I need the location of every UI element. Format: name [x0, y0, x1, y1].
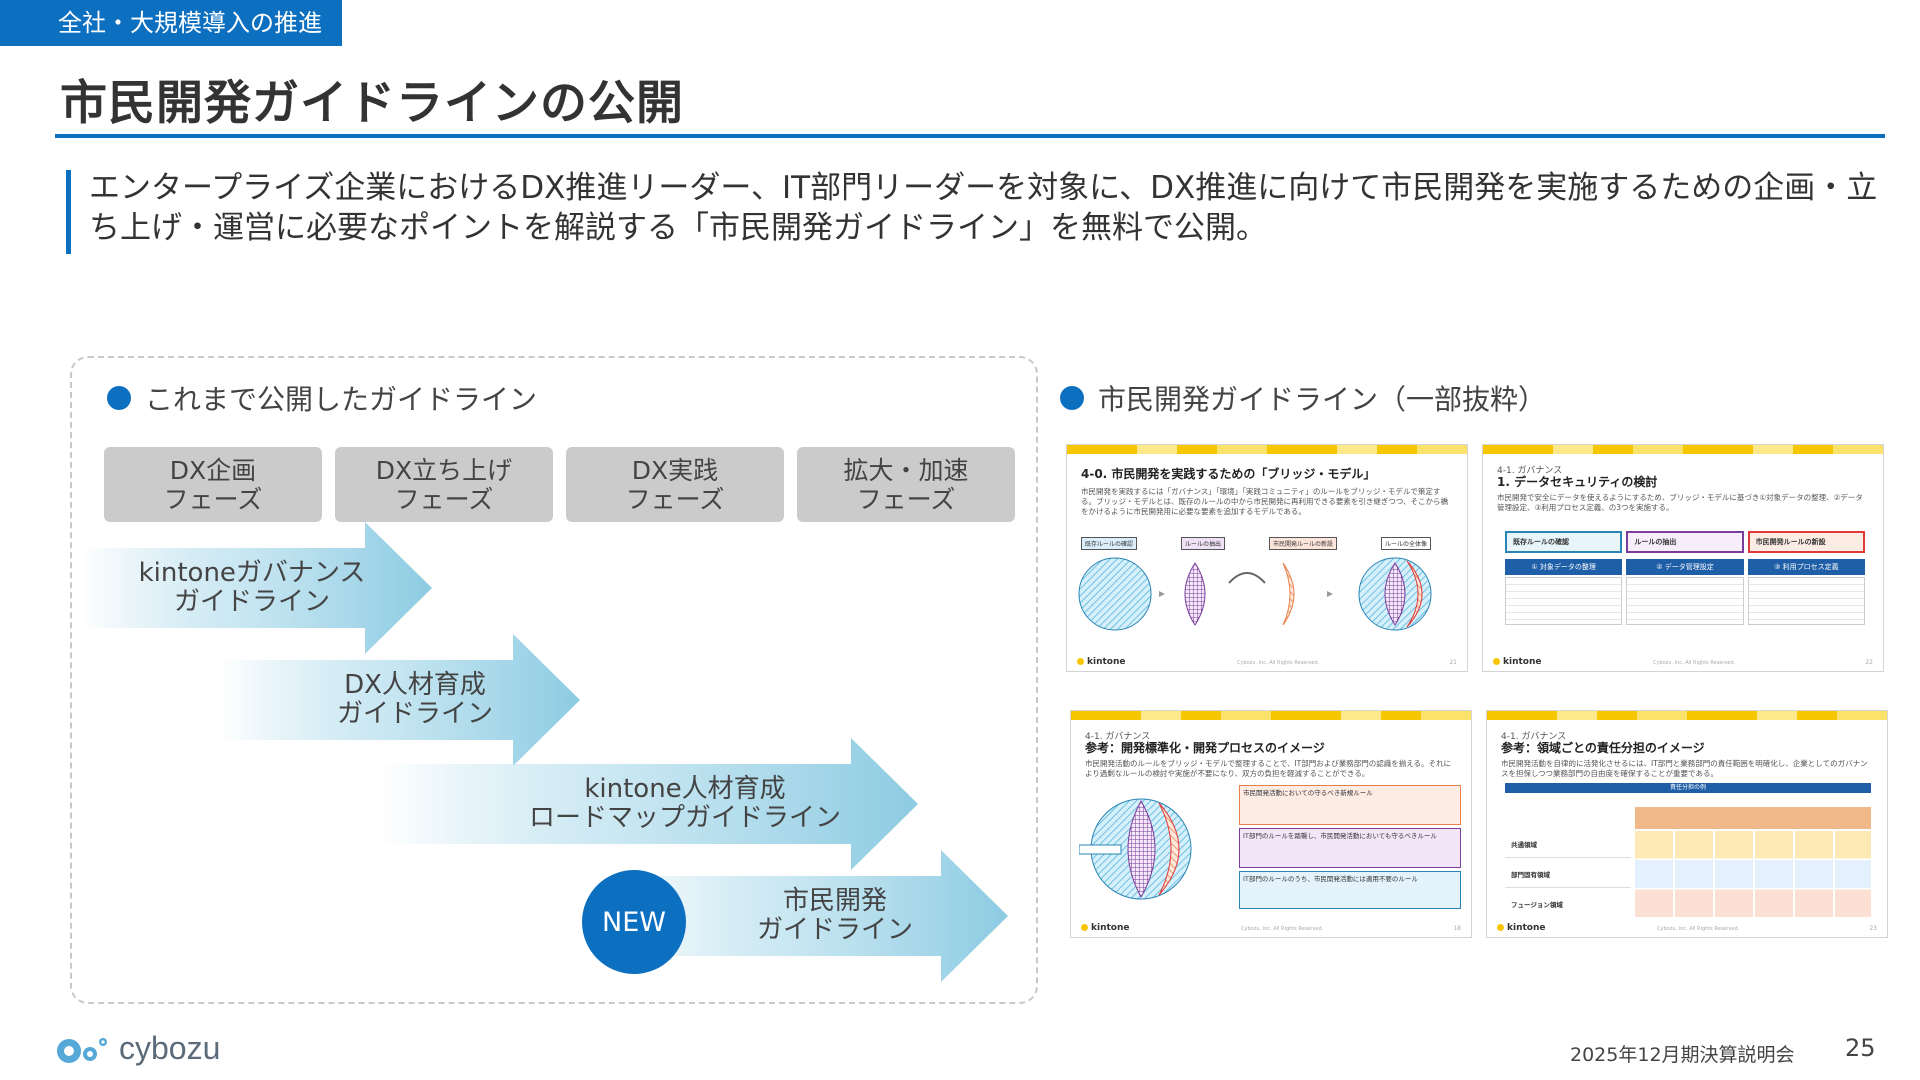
responsibility-table: 共通領域 部門固有領域 フュージョン領域	[1505, 807, 1871, 917]
rule-boxes: 市民開発活動においての守るべき新規ルール IT部門のルールを踏襲し、市民開発活動…	[1239, 785, 1461, 909]
title-rule	[55, 134, 1885, 138]
arrow-shape-icon	[610, 850, 1008, 982]
rule-box-exempt: IT部門のルールのうち、市民開発活動には適用不要のルール	[1239, 871, 1461, 909]
thumbnail-page-number: 21	[1449, 659, 1457, 666]
table-row-label: フュージョン領域	[1511, 901, 1563, 909]
page-number: 25	[1845, 1034, 1876, 1062]
guideline-arrow-governance: kintoneガバナンス ガイドライン	[82, 522, 432, 654]
guideline-arrow-dx-talent: DX人材育成 ガイドライン	[220, 634, 580, 766]
section-tag: 全社・大規模導入の推進	[0, 0, 342, 46]
table-row-label: 共通領域	[1505, 831, 1631, 858]
guideline-arrow-citizen-dev: 市民開発 ガイドライン	[610, 850, 1008, 982]
venn-diagram-icon	[1079, 798, 1192, 900]
cybozu-logo-icon	[57, 1037, 107, 1063]
thumbnail-title: 4-0. 市民開発を実践するための「ブリッジ・モデル」	[1081, 467, 1376, 481]
thumbnail-section: 4-1. ガバナンス	[1497, 466, 1563, 476]
bridge-model-diagram-icon	[1078, 557, 1432, 631]
thumbnail-title: 1. データセキュリティの検討	[1497, 475, 1658, 489]
thumbnail-footer: Cybozu, Inc. All Rights Reserved.	[1653, 660, 1736, 666]
thumbnail-tag: ルールの抽出	[1181, 537, 1226, 550]
thumbnail-top-stripe	[1487, 711, 1887, 720]
page-title: 市民開発ガイドラインの公開	[60, 76, 684, 131]
thumbnail-tag: ルールの抽出	[1626, 531, 1744, 553]
thumbnail-band: 責任分担の例	[1505, 783, 1871, 793]
thumbnail-footer: Cybozu, Inc. All Rights Reserved.	[1241, 926, 1324, 932]
guideline-arrow-kintone-roadmap: kintone人材育成 ロードマップガイドライン	[380, 738, 918, 870]
new-badge: NEW	[582, 870, 686, 974]
thumbnail-page-number: 23	[1869, 925, 1877, 932]
phase-launch: DX立ち上げ フェーズ	[335, 447, 553, 522]
guideline-label-dx-talent: DX人材育成 ガイドライン	[336, 670, 493, 729]
thumbnail-top-stripe	[1483, 445, 1883, 454]
rule-box-new: 市民開発活動においての守るべき新規ルール	[1239, 785, 1461, 825]
thumbnail-tag: 既存ルールの確認	[1081, 537, 1138, 550]
guideline-thumbnail-dev-process: 4-1. ガバナンス 参考：開発標準化・開発プロセスのイメージ 市民開発活動のル…	[1070, 710, 1472, 938]
thumbnail-section: 4-1. ガバナンス	[1501, 732, 1567, 742]
phase-expansion: 拡大・加速 フェーズ	[797, 447, 1015, 522]
footer-event-name: 2025年12月期決算説明会	[1570, 1044, 1795, 1066]
thumbnail-kintone-logo: kintone	[1497, 923, 1545, 933]
thumbnail-tag: 市民開発ルールの新設	[1747, 531, 1865, 553]
table-row-label: 部門固有領域	[1505, 861, 1631, 888]
guideline-label-kintone-roadmap: kintone人材育成 ロードマップガイドライン	[528, 774, 841, 833]
thumbnail-top-stripe	[1071, 711, 1471, 720]
phase-practice: DX実践 フェーズ	[566, 447, 784, 522]
thumbnail-footer: Cybozu, Inc. All Rights Reserved.	[1657, 926, 1740, 932]
thumbnail-body: 市民開発で安全にデータを使えるようにするため、ブリッジ・モデルに基づき①対象デー…	[1497, 493, 1863, 512]
rule-box-inherit: IT部門のルールを踏襲し、市民開発活動においても守るべきルール	[1239, 828, 1461, 868]
published-guidelines-heading: これまで公開したガイドライン	[107, 378, 537, 418]
guideline-label-governance: kintoneガバナンス ガイドライン	[138, 558, 366, 617]
thumbnail-tag: ルールの全体像	[1381, 537, 1432, 550]
thumbnail-page-number: 22	[1865, 659, 1873, 666]
excerpt-heading: 市民開発ガイドライン（一部抜粋）	[1060, 378, 1546, 418]
cybozu-logo: cybozu	[55, 1030, 220, 1067]
arrow-shape-icon	[380, 738, 918, 870]
arrow-shape-icon	[82, 522, 432, 654]
thumbnail-body: 市民開発活動を自律的に活発化させるには、IT部門と業務部門の責任範囲を明確化し、…	[1501, 759, 1868, 778]
lead-accent-bar	[66, 170, 71, 254]
thumbnail-body: 市民開発活動のルールをブリッジ・モデルで整理することで、IT部門および業務部門の…	[1085, 759, 1452, 778]
thumbnail-body: 市民開発を実践するには「ガバナンス」「環境」「実践コミュニティ」のルールをブリッ…	[1081, 487, 1449, 516]
thumbnail-footer: Cybozu, Inc. All Rights Reserved.	[1237, 660, 1320, 666]
thumbnail-kintone-logo: kintone	[1081, 923, 1129, 933]
bullet-dot-icon	[107, 386, 131, 410]
thumbnail-step: ③ 利用プロセス定義	[1747, 559, 1865, 575]
thumbnail-tag: 市民開発ルールの新設	[1269, 537, 1338, 550]
thumbnail-section: 4-1. ガバナンス	[1085, 732, 1151, 742]
thumbnail-page-number: 18	[1453, 925, 1461, 932]
guideline-thumbnail-bridge-model: 4-0. 市民開発を実践するための「ブリッジ・モデル」 市民開発を実践するには「…	[1066, 444, 1468, 672]
lead-text: エンタープライズ企業におけるDX推進リーダー、IT部門リーダーを対象に、DX推進…	[89, 170, 1878, 246]
phase-planning: DX企画 フェーズ	[104, 447, 322, 522]
thumbnail-text-columns	[1505, 577, 1865, 625]
guideline-thumbnail-data-security: 4-1. ガバナンス 1. データセキュリティの検討 市民開発で安全にデータを使…	[1482, 444, 1884, 672]
thumbnail-top-stripe	[1067, 445, 1467, 454]
cybozu-wordmark: cybozu	[119, 1030, 221, 1066]
thumbnail-tag: 既存ルールの確認	[1505, 531, 1623, 553]
thumbnail-title: 参考：領域ごとの責任分担のイメージ	[1501, 741, 1705, 755]
guideline-label-citizen-dev: 市民開発 ガイドライン	[756, 886, 913, 945]
thumbnail-title: 参考：開発標準化・開発プロセスのイメージ	[1085, 741, 1325, 755]
guideline-thumbnail-responsibility: 4-1. ガバナンス 参考：領域ごとの責任分担のイメージ 市民開発活動を自律的に…	[1486, 710, 1888, 938]
thumbnail-step: ① 対象データの整理	[1505, 559, 1623, 575]
thumbnail-kintone-logo: kintone	[1493, 657, 1541, 667]
excerpt-heading-text: 市民開発ガイドライン（一部抜粋）	[1098, 383, 1547, 416]
thumbnail-kintone-logo: kintone	[1077, 657, 1125, 667]
published-guidelines-panel	[70, 356, 1038, 1004]
thumbnail-step: ② データ管理設定	[1626, 559, 1744, 575]
arrow-shape-icon	[220, 634, 580, 766]
published-guidelines-heading-text: これまで公開したガイドライン	[145, 383, 538, 416]
bullet-dot-icon	[1060, 386, 1084, 410]
